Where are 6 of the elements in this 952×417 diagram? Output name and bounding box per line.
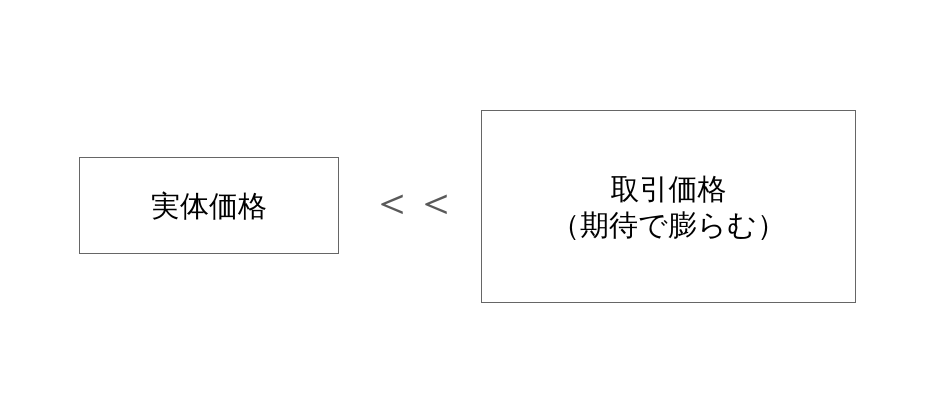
process-box (79, 157, 339, 254)
node-text: 実体価格 (151, 188, 267, 222)
process-box (481, 110, 856, 303)
much-less-than-sign: ＜＜ (370, 178, 458, 228)
node-text: （期待で膨らむ） (551, 208, 786, 242)
node-text: 取引価格 (610, 172, 726, 206)
